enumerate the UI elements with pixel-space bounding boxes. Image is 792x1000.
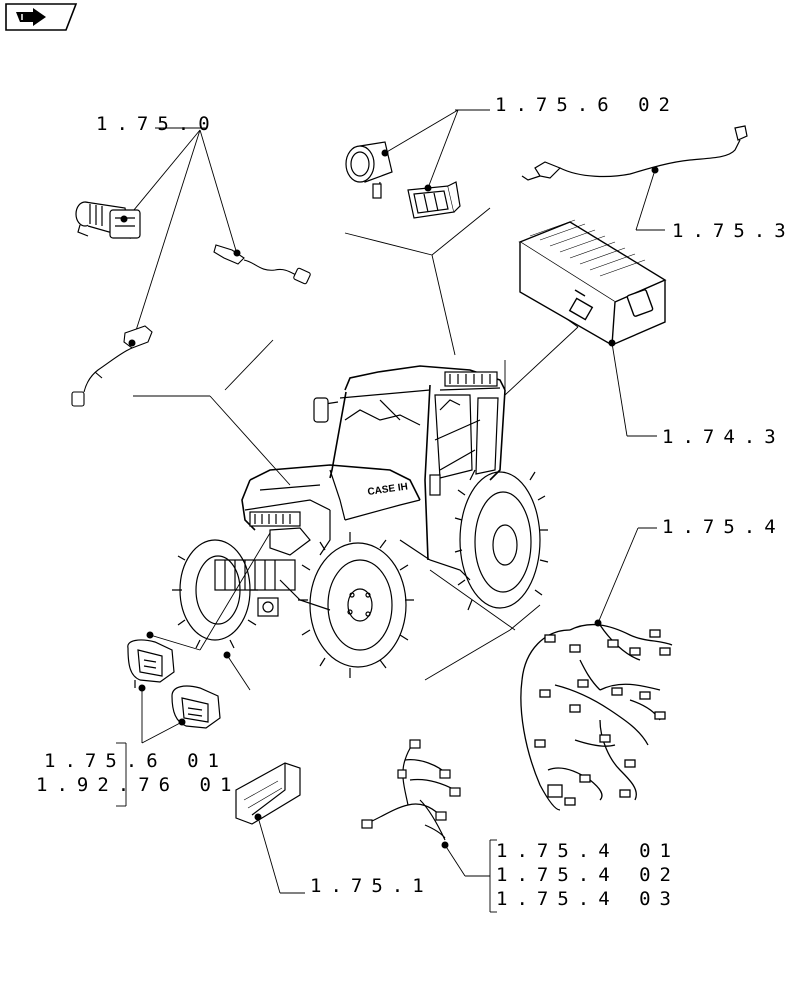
- battery-cable-part: [521, 125, 748, 181]
- callout-dot: [128, 339, 136, 347]
- ref-label-1-75-0[interactable]: 1.75.0: [96, 113, 219, 135]
- callout-dot: [594, 619, 602, 627]
- front-lamp-right-part: [171, 685, 221, 729]
- ref-label-1-75-1[interactable]: 1.75.1: [310, 875, 433, 897]
- main-wiring-harness-part: [520, 623, 673, 811]
- ref-label-1-74-3[interactable]: 1.74.3: [662, 426, 785, 448]
- callout-dot: [424, 184, 432, 192]
- front-lamp-left-part: [127, 639, 175, 688]
- back-button[interactable]: [5, 3, 78, 31]
- ref-label-1-75-4[interactable]: 1.75.4: [662, 516, 785, 538]
- callout-dot: [146, 631, 154, 639]
- small-wiring-harness-part: [361, 739, 461, 841]
- callout-dot: [138, 684, 146, 692]
- callout-dot: [223, 651, 231, 659]
- ref-label-1-75-4-03[interactable]: 1.75.4 03: [496, 888, 680, 910]
- control-unit-part: [235, 762, 301, 825]
- ref-label-1-75-6-02[interactable]: 1.75.6 02: [495, 94, 679, 116]
- callout-dot: [441, 841, 449, 849]
- rectangular-lamp-part: [407, 181, 461, 219]
- speed-sensor-part: [71, 325, 153, 407]
- callout-dot: [381, 149, 389, 157]
- ref-label-1-75-4-01[interactable]: 1.75.4 01: [496, 840, 680, 862]
- back-arrow-icon: [16, 8, 46, 26]
- callout-dot: [651, 166, 659, 174]
- tractor-illustration: CASE IH: [172, 365, 549, 678]
- sensor-connector-part: [75, 201, 141, 239]
- ref-label-1-75-3[interactable]: 1.75.3: [672, 220, 792, 242]
- ref-label-1-75-4-02[interactable]: 1.75.4 02: [496, 864, 680, 886]
- callout-dot: [608, 339, 616, 347]
- leader-lines: [116, 109, 665, 913]
- battery-part: [518, 219, 667, 347]
- callout-dot: [233, 249, 241, 257]
- tractor-brand-text: CASE IH: [367, 481, 409, 498]
- callout-dot: [254, 813, 262, 821]
- temperature-sensor-part: [213, 244, 311, 285]
- callout-dot: [120, 215, 128, 223]
- ref-label-1-92-76-01[interactable]: 1.92.76 01: [36, 774, 241, 796]
- callout-dot: [178, 718, 186, 726]
- ref-label-1-75-6-01[interactable]: 1.75.6 01: [44, 750, 228, 772]
